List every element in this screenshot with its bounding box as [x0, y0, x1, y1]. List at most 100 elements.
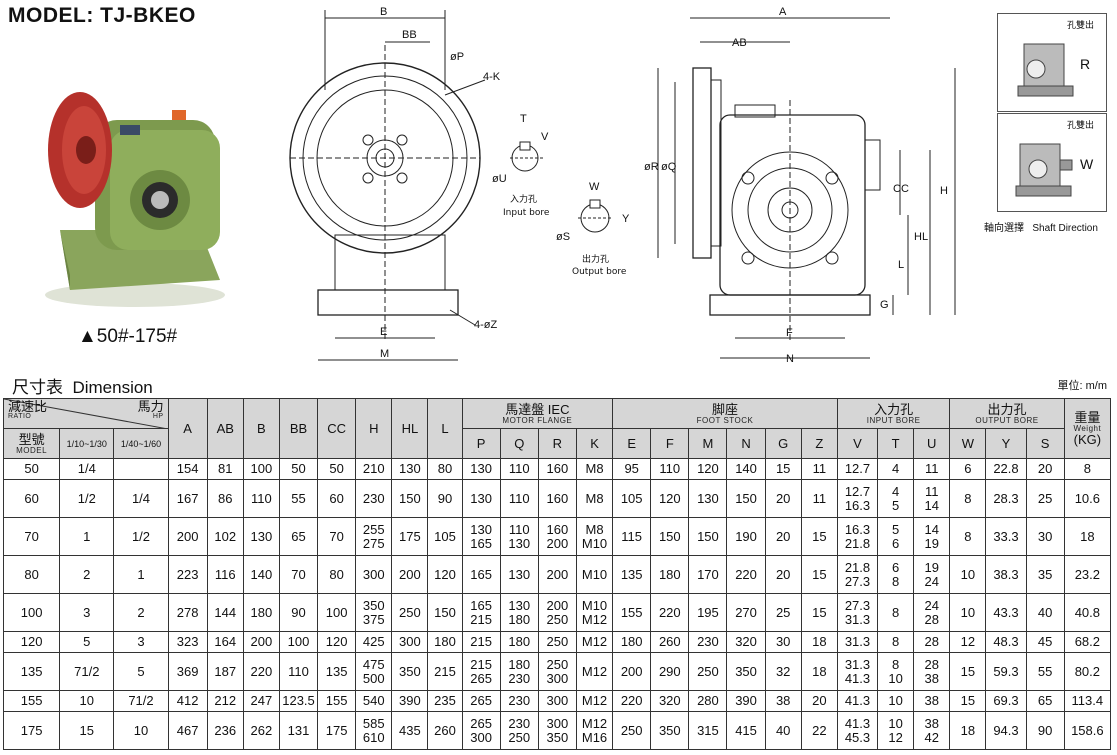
table-cell: 48.3 [985, 631, 1027, 653]
table-cell: 215 265 [461, 652, 501, 691]
table-cell: 94.3 [985, 711, 1027, 750]
table-cell: 11 [800, 458, 838, 480]
table-cell: 40 [1025, 593, 1065, 632]
weight-cn: 重量 [1074, 410, 1101, 425]
table-cell: 187 [206, 652, 244, 691]
table-cell: 131 [278, 711, 319, 750]
table-cell: 116 [206, 555, 244, 594]
table-cell: 50 [317, 458, 357, 480]
table-cell: 80 [427, 458, 463, 480]
table-cell: 10 [113, 711, 169, 750]
table-cell: 43.3 [985, 593, 1027, 632]
input-en: INPUT BORE [866, 415, 921, 425]
table-cell: 350 [391, 652, 429, 691]
table-cell: 24 28 [913, 593, 951, 632]
col-p: P [461, 428, 501, 459]
table-cell: 15 [800, 517, 838, 556]
table-cell: 4 5 [877, 479, 915, 518]
table-cell: 10 [877, 690, 915, 712]
dim-u: øU [492, 173, 507, 185]
col-q: Q [499, 428, 539, 459]
dim-cc: CC [893, 183, 909, 195]
col-a: A [167, 398, 208, 459]
col-ab: AB [206, 398, 244, 459]
dim-h: H [940, 185, 948, 197]
table-cell: 16.3 21.8 [836, 517, 879, 556]
table-cell: 130 180 [499, 593, 539, 632]
table-cell: 190 [726, 517, 766, 556]
table-cell: 65 [278, 517, 319, 556]
table-cell: 195 [688, 593, 728, 632]
dim-m: M [380, 348, 389, 360]
table-cell: 220 [726, 555, 766, 594]
table-cell: 12.7 16.3 [836, 479, 879, 518]
table-cell: 8 [877, 593, 915, 632]
table-cell: 130 165 [461, 517, 501, 556]
table-cell: 11 [913, 458, 951, 480]
table-cell: 200 250 [537, 593, 577, 632]
table-cell: 65 [1025, 690, 1065, 712]
dim-w: W [589, 181, 600, 193]
table-cell: 12 [949, 631, 987, 653]
table-cell: 38.3 [985, 555, 1027, 594]
col-m: M [688, 428, 728, 459]
shaft-caption-en: Shaft Direction [1032, 223, 1098, 234]
table-cell: 45 [1025, 631, 1065, 653]
dim-n: N [786, 353, 794, 365]
table-cell: 12.7 [836, 458, 879, 480]
table-cell: 11 [800, 479, 838, 518]
table-cell: M12 M16 [575, 711, 614, 750]
table-cell: 435 [391, 711, 429, 750]
table-cell: 102 [206, 517, 244, 556]
table-cell: 220 [650, 593, 690, 632]
table-cell: 390 [726, 690, 766, 712]
table-cell: 180 [427, 631, 463, 653]
table-cell: 110 [242, 479, 280, 518]
col-r: R [537, 428, 577, 459]
table-cell: 18 [800, 652, 838, 691]
table-cell: 265 300 [461, 711, 501, 750]
table-cell: 20 [800, 690, 838, 712]
col-cc: CC [317, 398, 357, 459]
col-u: U [913, 428, 951, 459]
table-cell: 200 [537, 555, 577, 594]
table-cell: 540 [355, 690, 393, 712]
table-cell: 18 [949, 711, 987, 750]
table-cell: 22 [800, 711, 838, 750]
table-cell: M12 [575, 652, 614, 691]
table-cell: M12 [575, 690, 614, 712]
table-cell: 180 [499, 631, 539, 653]
table-cell: 70 [278, 555, 319, 594]
table-cell: 71/2 [113, 690, 169, 712]
hp-col-2: 1/40~1/60 [113, 428, 169, 459]
table-cell: 175 [2, 711, 61, 750]
dimension-heading: 尺寸表 Dimension [12, 373, 153, 398]
table-cell: 223 [167, 555, 208, 594]
col-l: L [427, 398, 463, 459]
table-cell: 290 [650, 652, 690, 691]
table-cell: 210 [355, 458, 393, 480]
table-cell: 15 [949, 690, 987, 712]
table-cell: 250 [391, 593, 429, 632]
table-cell: 130 [499, 555, 539, 594]
output-cn: 出力孔 [987, 401, 1027, 417]
input-bore-en: Input bore [503, 208, 550, 218]
table-cell: 59.3 [985, 652, 1027, 691]
dimension-title-cn: 尺寸表 [12, 378, 63, 397]
dim-z: 4-øZ [474, 319, 498, 331]
table-cell: 19 24 [913, 555, 951, 594]
table-cell: 215 [461, 631, 501, 653]
table-cell: 28 38 [913, 652, 951, 691]
table-cell: 115 [612, 517, 652, 556]
col-v: V [836, 428, 879, 459]
table-cell: 100 [278, 631, 319, 653]
table-cell: 22.8 [985, 458, 1027, 480]
table-cell: 2 [59, 555, 115, 594]
shaft-caption-cn: 軸向選擇 [984, 223, 1024, 234]
dim-t: T [520, 113, 527, 125]
table-cell: 90 [1025, 711, 1065, 750]
